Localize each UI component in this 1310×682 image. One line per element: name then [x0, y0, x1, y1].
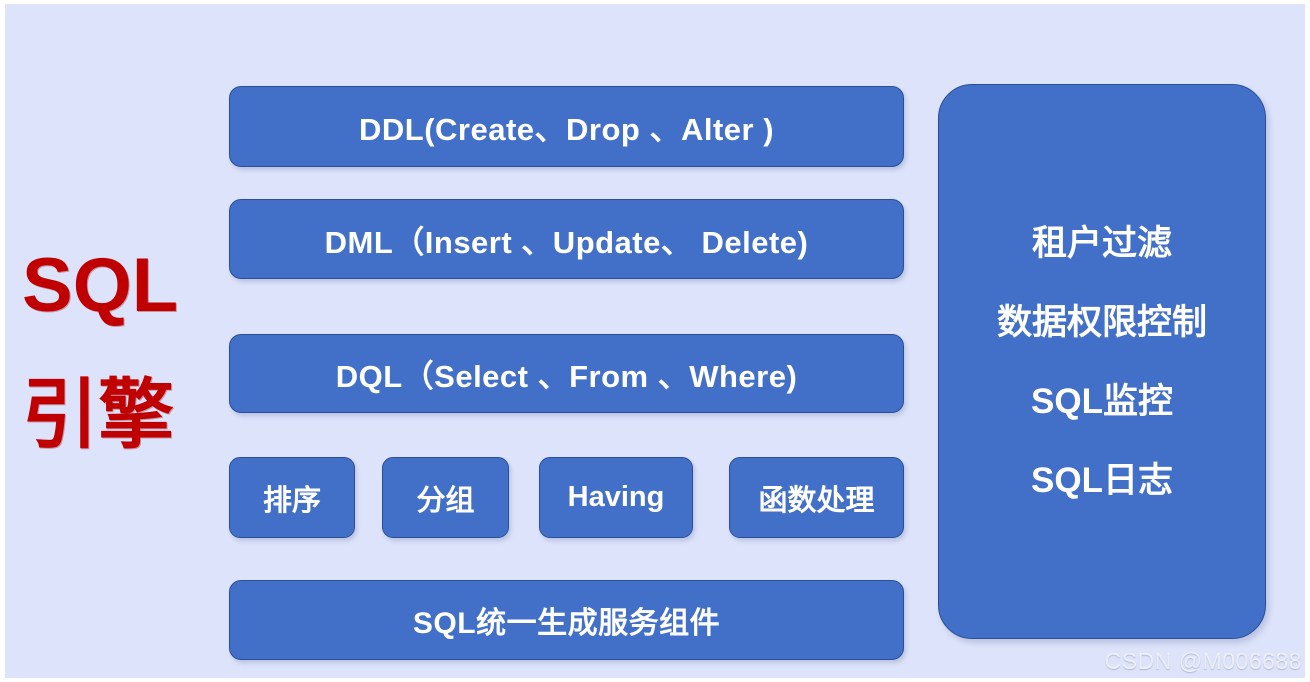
sql-layer-box-ddl[interactable]: DDL(Create、Drop 、Alter ) — [229, 86, 904, 167]
panel-item-data-permission[interactable]: 数据权限控制 — [996, 302, 1207, 342]
page-title-engine: 引擎 — [22, 373, 174, 458]
page-title-sql: SQL — [22, 243, 179, 328]
clause-box-having[interactable]: Having — [539, 457, 693, 538]
sql-layer-box-dql[interactable]: DQL（Select 、From 、Where) — [229, 334, 904, 413]
clause-box-function[interactable]: 函数处理 — [729, 457, 904, 538]
panel-item-sql-monitor[interactable]: SQL监控 — [1031, 381, 1173, 421]
clause-box-sort[interactable]: 排序 — [229, 457, 355, 538]
watermark-text: CSDN @M006688 — [1104, 648, 1302, 674]
panel-item-tenant-filter[interactable]: 租户过滤 — [1031, 223, 1172, 263]
panel-item-sql-log[interactable]: SQL日志 — [1031, 460, 1173, 500]
sql-layer-box-dml[interactable]: DML（Insert 、Update、 Delete) — [229, 199, 904, 279]
clause-box-group[interactable]: 分组 — [382, 457, 509, 538]
sql-generator-box[interactable]: SQL统一生成服务组件 — [229, 580, 904, 660]
cross-cutting-panel[interactable]: 租户过滤 数据权限控制 SQL监控 SQL日志 — [938, 84, 1266, 639]
